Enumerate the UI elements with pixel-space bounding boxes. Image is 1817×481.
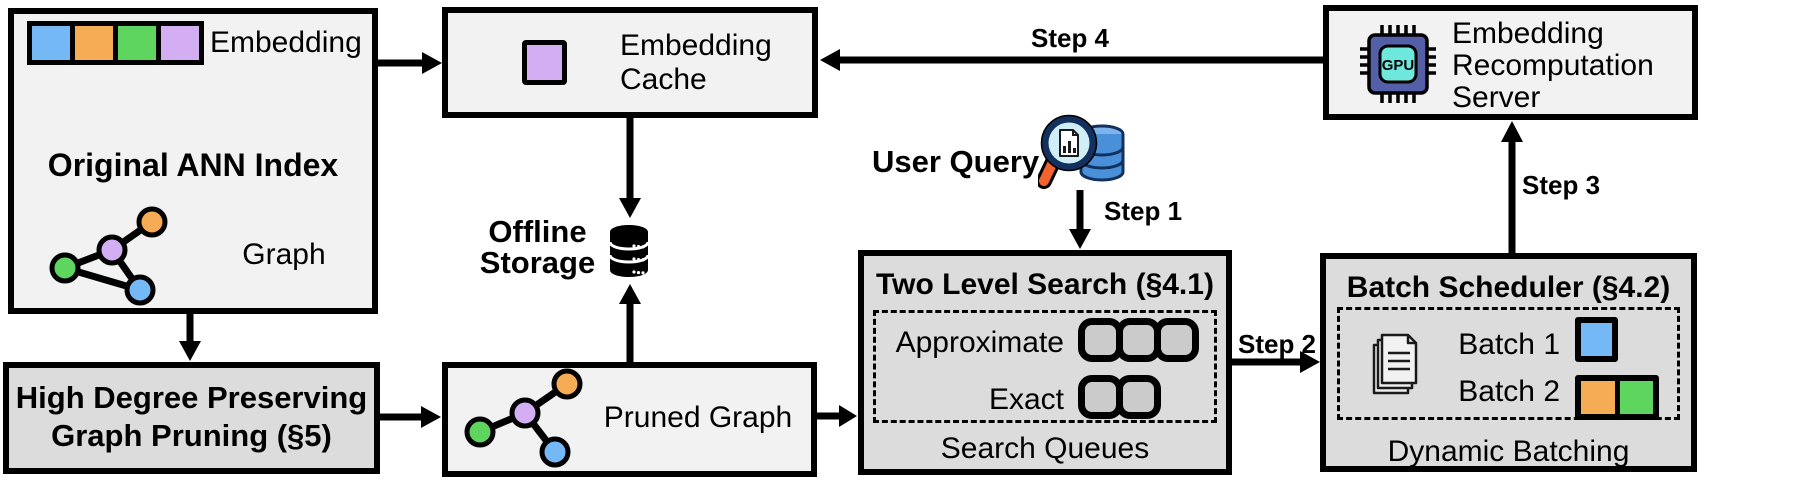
- pruned-graph-icon: [464, 368, 583, 468]
- recomputation-server-line1: Embedding: [1452, 17, 1604, 50]
- arrow-cache-to-storage: [619, 114, 641, 218]
- two-level-search-title: Two Level Search (§4.1): [876, 268, 1214, 301]
- embedding-cell-green: [113, 26, 156, 60]
- batch2-cell-orange: [1581, 381, 1615, 414]
- recomputation-server-line3: Server: [1452, 81, 1541, 114]
- batch2-cell-green: [1619, 381, 1653, 414]
- recomputation-server-label: Embedding Recomputation Server: [1452, 18, 1654, 114]
- arrow-pruned-to-storage: [619, 284, 641, 365]
- pruned-graph-box: Pruned Graph: [442, 362, 817, 477]
- dynamic-batching-panel: [1337, 307, 1680, 420]
- queue-slot-icon: [1154, 318, 1199, 362]
- step1-label: Step 1: [1104, 196, 1183, 226]
- recomputation-server-line2: Recomputation: [1452, 49, 1654, 82]
- embedding-cache-line2: Cache: [620, 63, 707, 96]
- search-queues-panel: [873, 310, 1217, 423]
- batch2-divider: [1614, 381, 1620, 414]
- embedding-cache-label: Embedding Cache: [620, 29, 772, 97]
- approximate-queue-icons: [1078, 318, 1199, 362]
- batch-scheduler-title: Batch Scheduler (§4.2): [1346, 271, 1671, 304]
- graph-icon: [49, 206, 168, 306]
- database-icon: [608, 225, 650, 277]
- documents-icon: [1372, 333, 1418, 395]
- offline-storage-line2: Storage: [479, 245, 596, 280]
- high-degree-pruning-title: High Degree Preserving Graph Pruning (§5…: [9, 379, 374, 455]
- batch1-embedding-icon: [1575, 317, 1618, 362]
- queue-slot-icon: [1078, 375, 1123, 419]
- step2-label: Step 2: [1237, 329, 1317, 359]
- recomputation-server-box: GPU Embedding Recomputation Server: [1323, 5, 1698, 120]
- batch2-label: Batch 2: [1458, 375, 1560, 408]
- two-level-search-box: Two Level Search (§4.1) Approximate Exac…: [858, 250, 1232, 475]
- queue-slot-icon: [1116, 375, 1161, 419]
- high-degree-pruning-box: High Degree Preserving Graph Pruning (§5…: [3, 362, 380, 474]
- offline-storage-line1: Offline: [488, 214, 587, 249]
- arrow-step3-scheduler-to-server: [1501, 121, 1523, 254]
- original-ann-index-box: Embedding Original ANN Index Graph: [8, 8, 378, 314]
- approximate-label: Approximate: [895, 326, 1064, 359]
- user-query-label: User Query: [872, 144, 1040, 179]
- embedding-cell-purple: [156, 26, 199, 60]
- batch-scheduler-box: Batch Scheduler (§4.2) Batch 1 Batch 2 D…: [1320, 253, 1697, 472]
- arrow-index-to-cache: [374, 52, 442, 74]
- offline-storage-label: Offline Storage: [465, 216, 610, 278]
- query-magnifier-icon: [1038, 114, 1125, 189]
- embedding-cell-blue: [32, 26, 70, 60]
- exact-queue-icons: [1078, 375, 1161, 419]
- original-ann-index-title: Original ANN Index: [47, 147, 339, 183]
- pruned-graph-label: Pruned Graph: [603, 401, 793, 434]
- batch2-embedding-icons: [1575, 375, 1659, 420]
- cached-embedding-icon: [522, 40, 567, 85]
- arrow-pruned-to-search: [814, 405, 857, 427]
- graph-label: Graph: [242, 238, 326, 271]
- arrow-pruning-to-pruned: [377, 406, 441, 428]
- search-queues-caption: Search Queues: [940, 432, 1150, 465]
- batch1-label: Batch 1: [1458, 328, 1560, 361]
- embedding-cache-box: Embedding Cache: [442, 7, 818, 118]
- embedding-cell-orange: [70, 26, 113, 60]
- gpu-chip-icon: GPU: [1360, 25, 1436, 103]
- arrow-index-to-pruning: [179, 310, 201, 361]
- high-degree-pruning-line2: Graph Pruning (§5): [51, 418, 332, 453]
- arrow-step1-query-to-search: [1069, 190, 1091, 249]
- embedding-label: Embedding: [210, 26, 362, 59]
- embedding-cache-line1: Embedding: [620, 29, 772, 62]
- embedding-vector-icon: [27, 21, 204, 65]
- step3-label: Step 3: [1522, 170, 1601, 200]
- dynamic-batching-caption: Dynamic Batching: [1387, 435, 1630, 468]
- high-degree-pruning-line1: High Degree Preserving: [15, 380, 368, 415]
- exact-label: Exact: [988, 383, 1064, 416]
- gpu-chip-label: GPU: [1382, 57, 1415, 74]
- step4-label: Step 4: [1030, 23, 1110, 53]
